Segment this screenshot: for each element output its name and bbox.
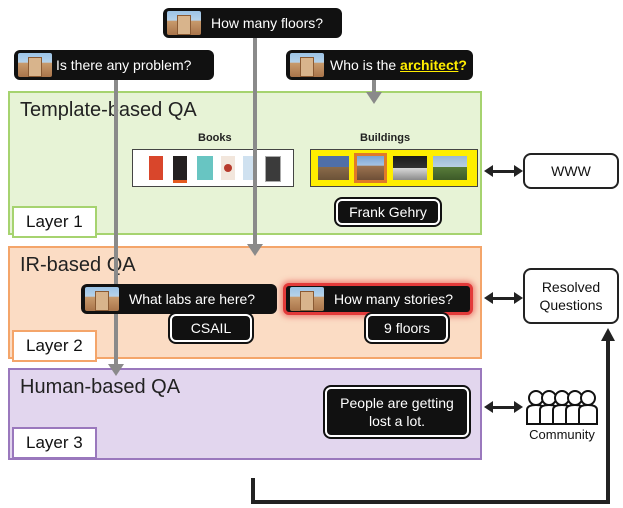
arrow-layer2-resolved xyxy=(490,297,517,300)
feedback-line-bottom xyxy=(251,500,610,504)
books-label: Books xyxy=(198,132,232,144)
book-cover xyxy=(221,156,235,180)
resolved-questions-box: Resolved Questions xyxy=(523,268,619,324)
book-cover xyxy=(173,156,187,183)
building-photo-selected[interactable] xyxy=(354,153,387,183)
community-icon xyxy=(526,390,598,425)
building-thumbnail xyxy=(290,287,324,311)
arrow-layer1-www xyxy=(490,170,517,173)
answer-frank-gehry: Frank Gehry xyxy=(336,199,440,225)
book-cover xyxy=(149,156,163,180)
feedback-arrowhead xyxy=(601,328,615,341)
arrowhead-floors xyxy=(247,244,263,256)
arrowhead-right xyxy=(514,292,523,304)
arrowhead-left xyxy=(484,292,493,304)
question-labs[interactable]: What labs are here? xyxy=(81,284,277,314)
arrowhead-problem xyxy=(108,364,124,376)
question-architect-text: Who is the architect? xyxy=(330,57,467,73)
layer-3-tag: Layer 3 xyxy=(12,427,97,459)
question-architect-suffix: ? xyxy=(458,57,467,73)
answer-9-floors: 9 floors xyxy=(366,314,448,342)
building-thumbnail xyxy=(85,287,119,311)
arrowhead-right xyxy=(514,401,523,413)
question-floors-text: How many floors? xyxy=(211,15,324,31)
arrow-layer3-community xyxy=(490,406,517,409)
arrowhead-left xyxy=(484,165,493,177)
layer-1-panel: Template-based QA Layer 1 Books Building… xyxy=(8,91,482,238)
question-architect[interactable]: Who is the architect? xyxy=(286,50,473,80)
community-label: Community xyxy=(529,427,595,442)
layer-3-title: Human-based QA xyxy=(20,376,181,398)
feedback-line-up xyxy=(606,340,610,504)
building-photo xyxy=(433,156,467,180)
question-problem-text: Is there any problem? xyxy=(56,57,192,73)
www-box: WWW xyxy=(523,153,619,189)
arrowhead-left xyxy=(484,401,493,413)
answer-csail: CSAIL xyxy=(170,314,252,342)
books-panel xyxy=(132,149,294,187)
book-cover xyxy=(197,156,213,180)
question-floors[interactable]: How many floors? xyxy=(163,8,342,38)
buildings-panel xyxy=(310,149,478,187)
layer-2-tag: Layer 2 xyxy=(12,330,97,362)
flow-line-architect xyxy=(372,78,376,94)
question-labs-text: What labs are here? xyxy=(129,291,256,307)
flow-line-floors xyxy=(253,36,257,248)
flow-line-problem xyxy=(114,78,118,368)
building-thumbnail xyxy=(167,11,201,35)
building-thumbnail xyxy=(18,53,52,77)
building-thumbnail xyxy=(290,53,324,77)
building-photo xyxy=(393,156,427,180)
question-architect-keyword: architect xyxy=(400,57,459,73)
buildings-label: Buildings xyxy=(360,132,411,144)
book-cover xyxy=(265,156,281,182)
arrowhead-architect xyxy=(366,92,382,104)
layer-2-title: IR-based QA xyxy=(20,254,136,276)
question-stories-text: How many stories? xyxy=(334,291,454,307)
question-stories[interactable]: How many stories? xyxy=(283,283,473,315)
layer-1-tag: Layer 1 xyxy=(12,206,97,238)
arrowhead-right xyxy=(514,165,523,177)
feedback-line-down xyxy=(251,478,255,504)
building-photo xyxy=(318,156,349,180)
question-architect-prefix: Who is the xyxy=(330,57,401,73)
question-problem[interactable]: Is there any problem? xyxy=(14,50,214,80)
answer-lost: People are getting lost a lot. xyxy=(325,387,469,437)
layer-1-title: Template-based QA xyxy=(20,99,197,121)
